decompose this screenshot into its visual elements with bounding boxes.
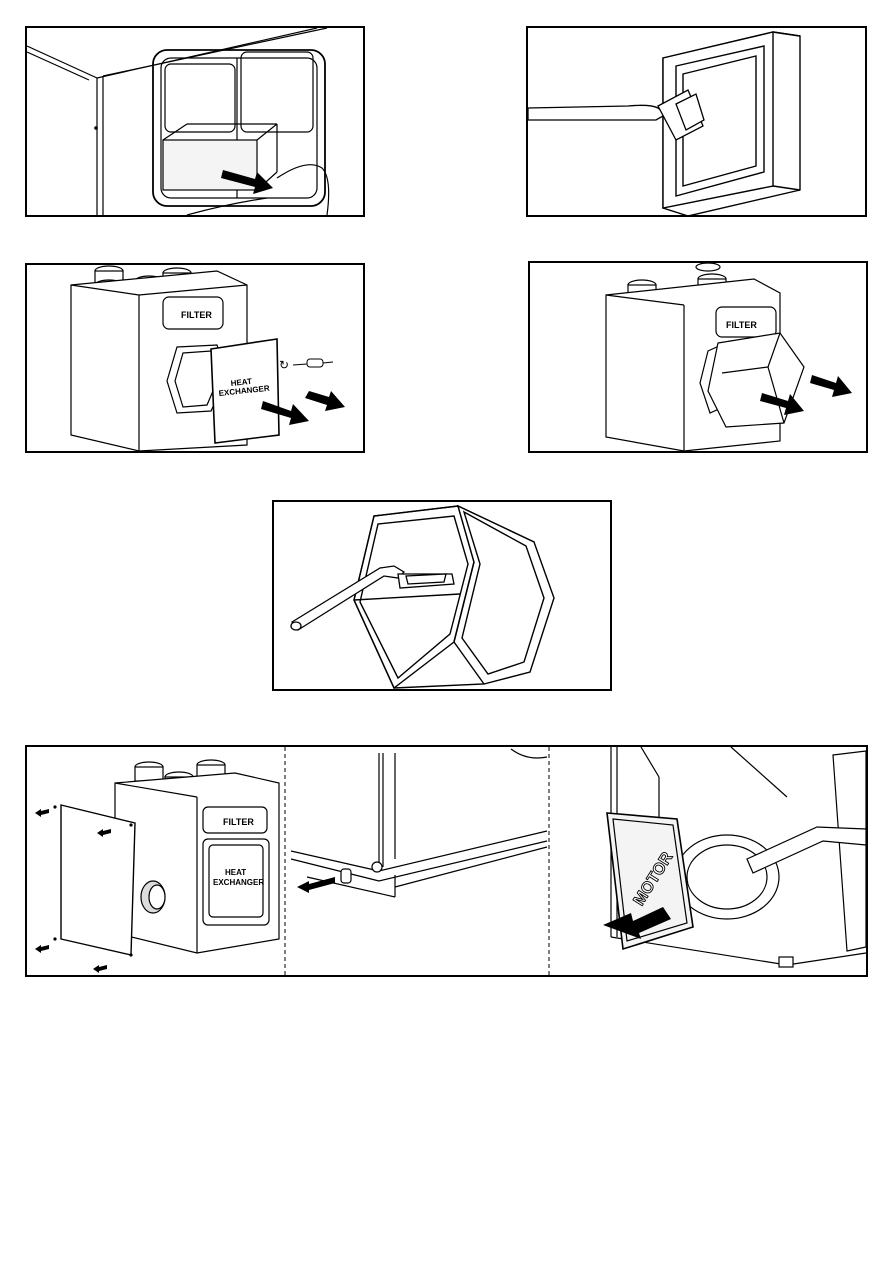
filter-removal-illustration (27, 28, 363, 215)
heat-exchanger-label-line2: EXCHANGER (213, 878, 264, 887)
rotate-icon: ↻ (279, 358, 289, 372)
vacuum-heat-exchanger-illustration (274, 502, 610, 689)
heat-exchanger-removal-illustration: FILTER (530, 263, 866, 451)
filter-label: FILTER (223, 817, 254, 827)
arrow-icon (810, 375, 852, 397)
arrow-icon (305, 391, 345, 411)
filter-label: FILTER (726, 320, 757, 330)
step-remove-cover-panel: FILTER HEAT EXCHANGER ↻ (25, 263, 365, 453)
step-remove-filter-panel (25, 26, 365, 217)
heat-exchanger-label-line1: HEAT (225, 868, 246, 877)
motor-removal-illustration: FILTER HEAT EXCHANGER (27, 747, 866, 975)
step-vacuum-heat-exchanger-panel (272, 500, 612, 691)
cover-removal-illustration: FILTER HEAT EXCHANGER ↻ (27, 265, 363, 451)
vacuum-filter-illustration (528, 28, 865, 215)
screwdriver-icon (293, 359, 333, 367)
step-vacuum-filter-panel (526, 26, 867, 217)
vacuum-nozzle-icon (528, 90, 704, 140)
step-remove-motor-panel: FILTER HEAT EXCHANGER (25, 745, 868, 977)
step-remove-heat-exchanger-panel: FILTER (528, 261, 868, 453)
filter-label: FILTER (181, 310, 212, 320)
